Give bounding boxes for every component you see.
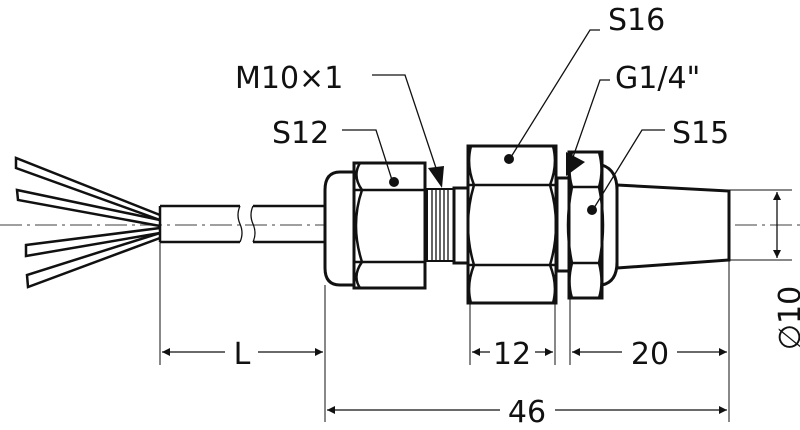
- gland-dome: [323, 170, 357, 287]
- dimension-label-l: L: [234, 337, 251, 372]
- dimension-label-20: 20: [631, 337, 669, 372]
- dimension-label-12: 12: [493, 337, 531, 372]
- nut-s16: [466, 144, 558, 305]
- leader-g14: G1/4": [566, 61, 700, 176]
- cable: [158, 204, 325, 244]
- cable-tail: [615, 183, 731, 270]
- dimension-12: 12: [472, 337, 553, 372]
- dimension-l: L: [162, 337, 323, 372]
- leader-m10: M10×1: [235, 61, 444, 188]
- leader-s16: S16: [504, 3, 665, 164]
- leader-s12: S12: [272, 116, 399, 187]
- dimension-20: 20: [572, 337, 727, 372]
- thread-m10: [426, 188, 455, 262]
- label-m10x1: M10×1: [235, 61, 343, 96]
- dimension-46: 46: [327, 395, 727, 430]
- label-g1-4: G1/4": [615, 61, 700, 96]
- dimension-diameter: ∅10: [773, 192, 800, 350]
- label-s12: S12: [272, 116, 329, 151]
- collar: [452, 186, 470, 265]
- nut-s15: [566, 150, 619, 300]
- dimension-label-diameter: ∅10: [773, 286, 800, 350]
- label-s15: S15: [672, 116, 729, 151]
- leader-s15: S15: [587, 116, 729, 215]
- wires: [14, 156, 161, 289]
- extension-lines: [159, 189, 792, 422]
- label-s16: S16: [608, 3, 665, 38]
- dimension-label-46: 46: [508, 395, 546, 430]
